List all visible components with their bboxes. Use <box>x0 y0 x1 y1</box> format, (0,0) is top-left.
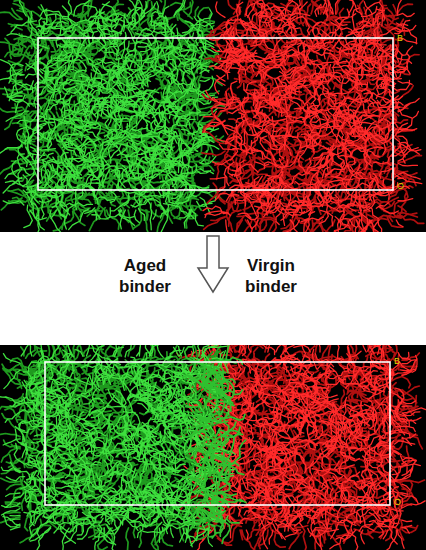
molecule-chains <box>169 345 245 543</box>
process-arrow <box>198 236 228 292</box>
molecule-chains <box>0 0 221 232</box>
axis-label: O <box>397 181 409 192</box>
molecule-chains <box>203 0 422 232</box>
molecules-after <box>0 345 426 550</box>
binder-label: Aged binder <box>100 255 190 298</box>
axis-label: B <box>397 33 409 44</box>
axis-label: B <box>394 356 406 367</box>
binder-label: Virgin binder <box>226 255 316 298</box>
axis-label: O <box>394 497 406 508</box>
molecules-before <box>0 0 424 232</box>
cell-boundary <box>45 362 390 505</box>
cell-boundary <box>38 38 393 190</box>
molecule-chains <box>0 0 224 232</box>
molecule-chains <box>202 0 424 232</box>
